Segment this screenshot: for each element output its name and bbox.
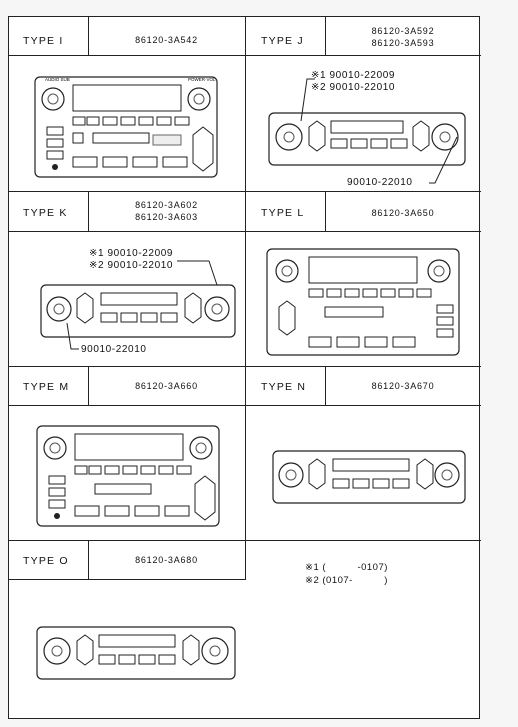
legend-line-2: ※2 (0107- ) bbox=[305, 575, 388, 586]
type-k-callout-2: ※2 90010-22010 bbox=[89, 260, 174, 271]
type-n-radio-figure bbox=[272, 450, 466, 504]
type-m-part-number: 86120-3A660 bbox=[135, 381, 198, 391]
type-o-label: TYPE O bbox=[23, 555, 69, 567]
type-k-callout-1: ※1 90010-22009 bbox=[89, 248, 174, 259]
header-divider bbox=[325, 366, 326, 405]
parts-sheet: TYPE I 86120-3A542 TYPE J 86120-3A592 86… bbox=[8, 16, 481, 719]
type-k-callout-bottom: 90010-22010 bbox=[81, 344, 147, 355]
type-n-part-number: 86120-3A670 bbox=[371, 381, 435, 391]
type-l-radio-figure bbox=[266, 248, 460, 356]
column-divider bbox=[245, 540, 246, 580]
type-k-leader-lines bbox=[66, 260, 218, 350]
type-j-radio-figure bbox=[268, 112, 466, 166]
type-j-label: TYPE J bbox=[261, 35, 304, 47]
header-divider bbox=[325, 17, 326, 55]
type-k-part-number-1: 86120-3A602 bbox=[135, 200, 198, 210]
header-divider bbox=[88, 540, 89, 579]
header-divider bbox=[88, 191, 89, 231]
header-divider bbox=[88, 17, 89, 55]
type-i-label: TYPE I bbox=[23, 35, 64, 47]
type-j-callout-1: ※1 90010-22009 bbox=[311, 70, 396, 81]
type-k-radio-figure bbox=[40, 284, 236, 338]
type-l-part-number: 86120-3A650 bbox=[371, 208, 435, 218]
type-k-part-number-2: 86120-3A603 bbox=[135, 212, 198, 222]
type-j-callout-bottom: 90010-22010 bbox=[347, 177, 413, 188]
audio-sub-text: AUDIO SUB bbox=[45, 77, 70, 82]
type-i-part-number: 86120-3A542 bbox=[135, 35, 198, 45]
legend-line-1: ※1 ( -0107) bbox=[305, 562, 388, 573]
type-j-part-number-1: 86120-3A592 bbox=[371, 26, 435, 36]
type-n-label: TYPE N bbox=[261, 381, 307, 393]
type-m-radio-figure bbox=[36, 425, 220, 527]
header-divider bbox=[88, 366, 89, 405]
type-j-leader-lines bbox=[300, 78, 458, 184]
type-j-part-number-2: 86120-3A593 bbox=[371, 38, 435, 48]
type-j-callout-2: ※2 90010-22010 bbox=[311, 82, 396, 93]
power-vol-text: POWER·VOL bbox=[188, 77, 216, 82]
column-divider bbox=[245, 17, 246, 540]
type-k-label: TYPE K bbox=[23, 207, 68, 219]
row-divider bbox=[9, 579, 245, 580]
type-i-radio-figure: AUDIO SUB POWER·VOL bbox=[34, 76, 218, 178]
header-divider bbox=[325, 191, 326, 231]
type-l-label: TYPE L bbox=[261, 207, 305, 219]
type-o-radio-figure bbox=[36, 626, 236, 680]
type-o-part-number: 86120-3A680 bbox=[135, 555, 198, 565]
type-m-label: TYPE M bbox=[23, 381, 70, 393]
